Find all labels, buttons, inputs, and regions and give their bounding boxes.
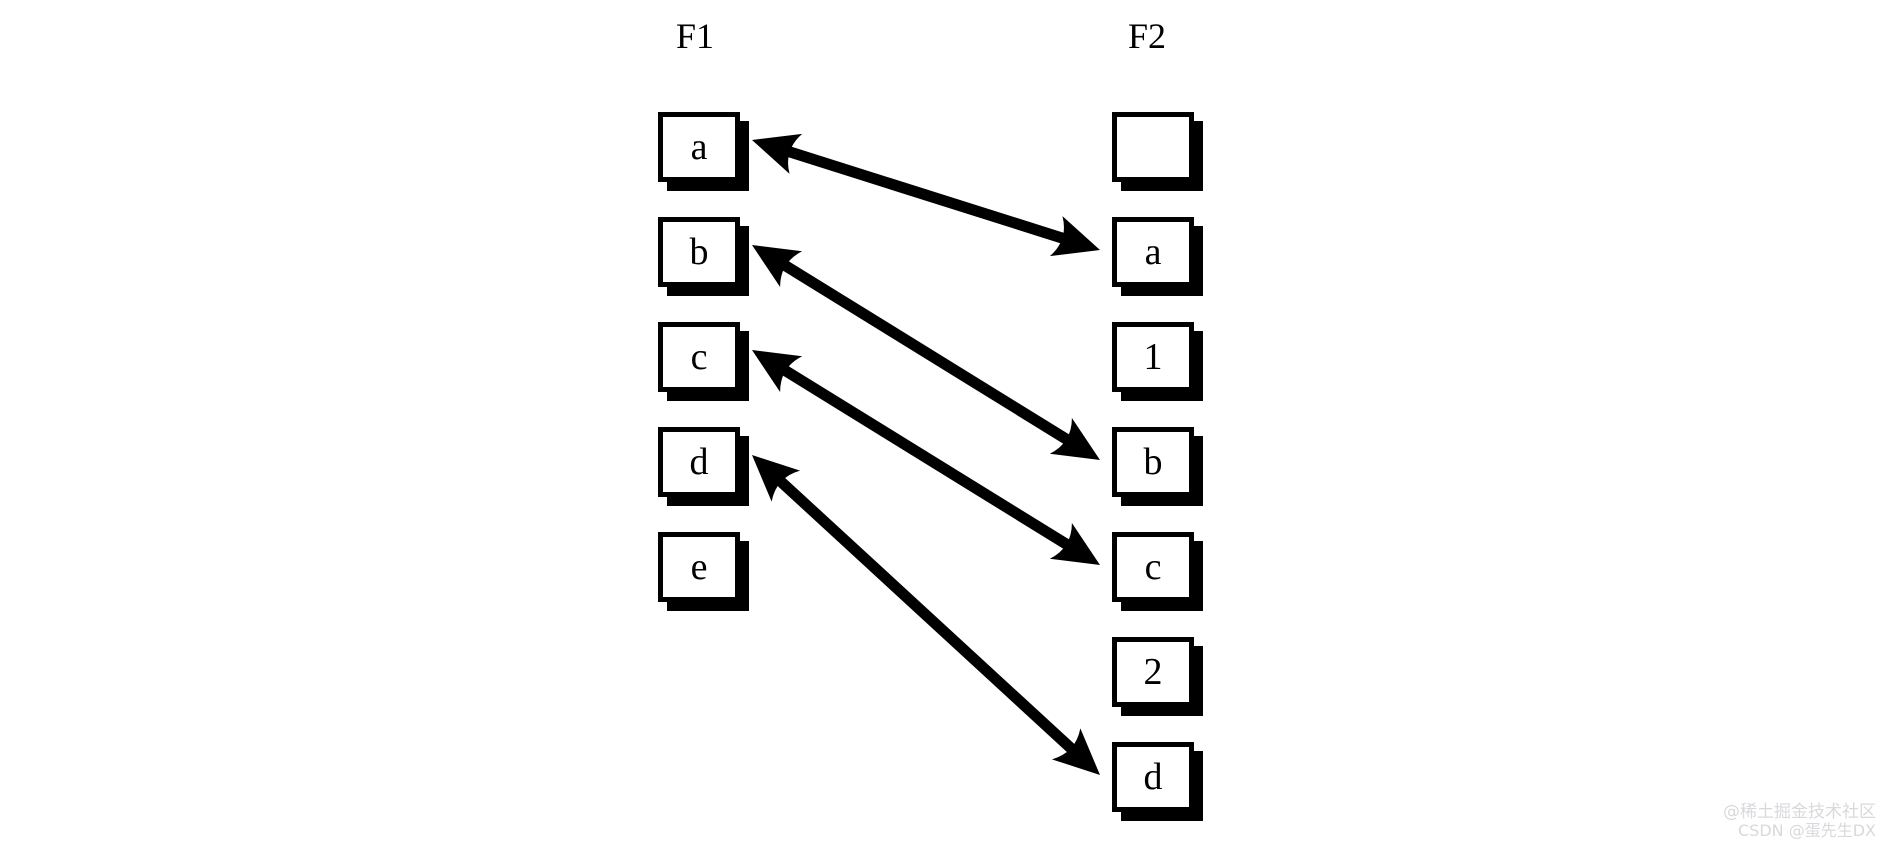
- f1-box-2[interactable]: c: [658, 322, 740, 392]
- f1-box-1[interactable]: b: [658, 217, 740, 287]
- column-header-f2: F2: [1128, 16, 1167, 56]
- watermark-line-1: @稀土掘金技术社区: [1723, 802, 1876, 823]
- f2-box-label-6: d: [1143, 756, 1163, 798]
- arrow-a-to-a-shaft: [778, 143, 1074, 247]
- arrow-d-to-d-head-start: [752, 455, 801, 502]
- arrow-a-to-a: [752, 133, 1100, 257]
- f2-box-4[interactable]: c: [1112, 532, 1194, 602]
- arrow-d-to-d-shaft: [770, 471, 1082, 759]
- watermark: @稀土掘金技术社区 CSDN @蛋先生DX: [1723, 803, 1876, 840]
- f1-box-4[interactable]: e: [658, 532, 740, 602]
- f1-box-label-4: e: [690, 546, 708, 588]
- arrow-c-to-c-shaft: [774, 361, 1078, 554]
- f1-box-label-0: a: [690, 126, 708, 168]
- watermark-line-2: CSDN @蛋先生DX: [1738, 821, 1876, 841]
- f2-box-2[interactable]: 1: [1112, 322, 1194, 392]
- f2-box-label-3: b: [1143, 441, 1163, 483]
- arrow-a-to-a-head-end: [1049, 216, 1100, 257]
- f2-box-3[interactable]: b: [1112, 427, 1194, 497]
- f2-box-6[interactable]: d: [1112, 742, 1194, 812]
- f2-box-label-2: 1: [1143, 336, 1163, 378]
- arrow-c-to-c: [752, 350, 1100, 565]
- arrow-d-to-d-head-end: [1051, 728, 1100, 775]
- f2-box-label-1: a: [1144, 231, 1162, 273]
- f2-box-label-4: c: [1144, 546, 1162, 588]
- f1-box-3[interactable]: d: [658, 427, 740, 497]
- column-header-f1: F1: [676, 16, 715, 56]
- f2-box-1[interactable]: a: [1112, 217, 1194, 287]
- f1-box-0[interactable]: a: [658, 112, 740, 182]
- f1-box-label-3: d: [689, 441, 709, 483]
- arrow-b-to-b-shaft: [774, 256, 1078, 449]
- arrow-c-to-c-head-end: [1049, 522, 1100, 565]
- f1-box-label-1: b: [689, 231, 709, 273]
- f2-box-5[interactable]: 2: [1112, 637, 1194, 707]
- arrow-b-to-b: [752, 245, 1100, 460]
- arrow-c-to-c-head-start: [752, 350, 803, 393]
- f2-box-0[interactable]: [1112, 112, 1194, 182]
- f2-box-label-5: 2: [1143, 651, 1163, 693]
- arrow-a-to-a-head-start: [752, 133, 803, 174]
- arrow-d-to-d: [752, 455, 1100, 775]
- arrow-b-to-b-head-start: [752, 245, 803, 288]
- f1-box-label-2: c: [690, 336, 708, 378]
- arrow-b-to-b-head-end: [1049, 417, 1100, 460]
